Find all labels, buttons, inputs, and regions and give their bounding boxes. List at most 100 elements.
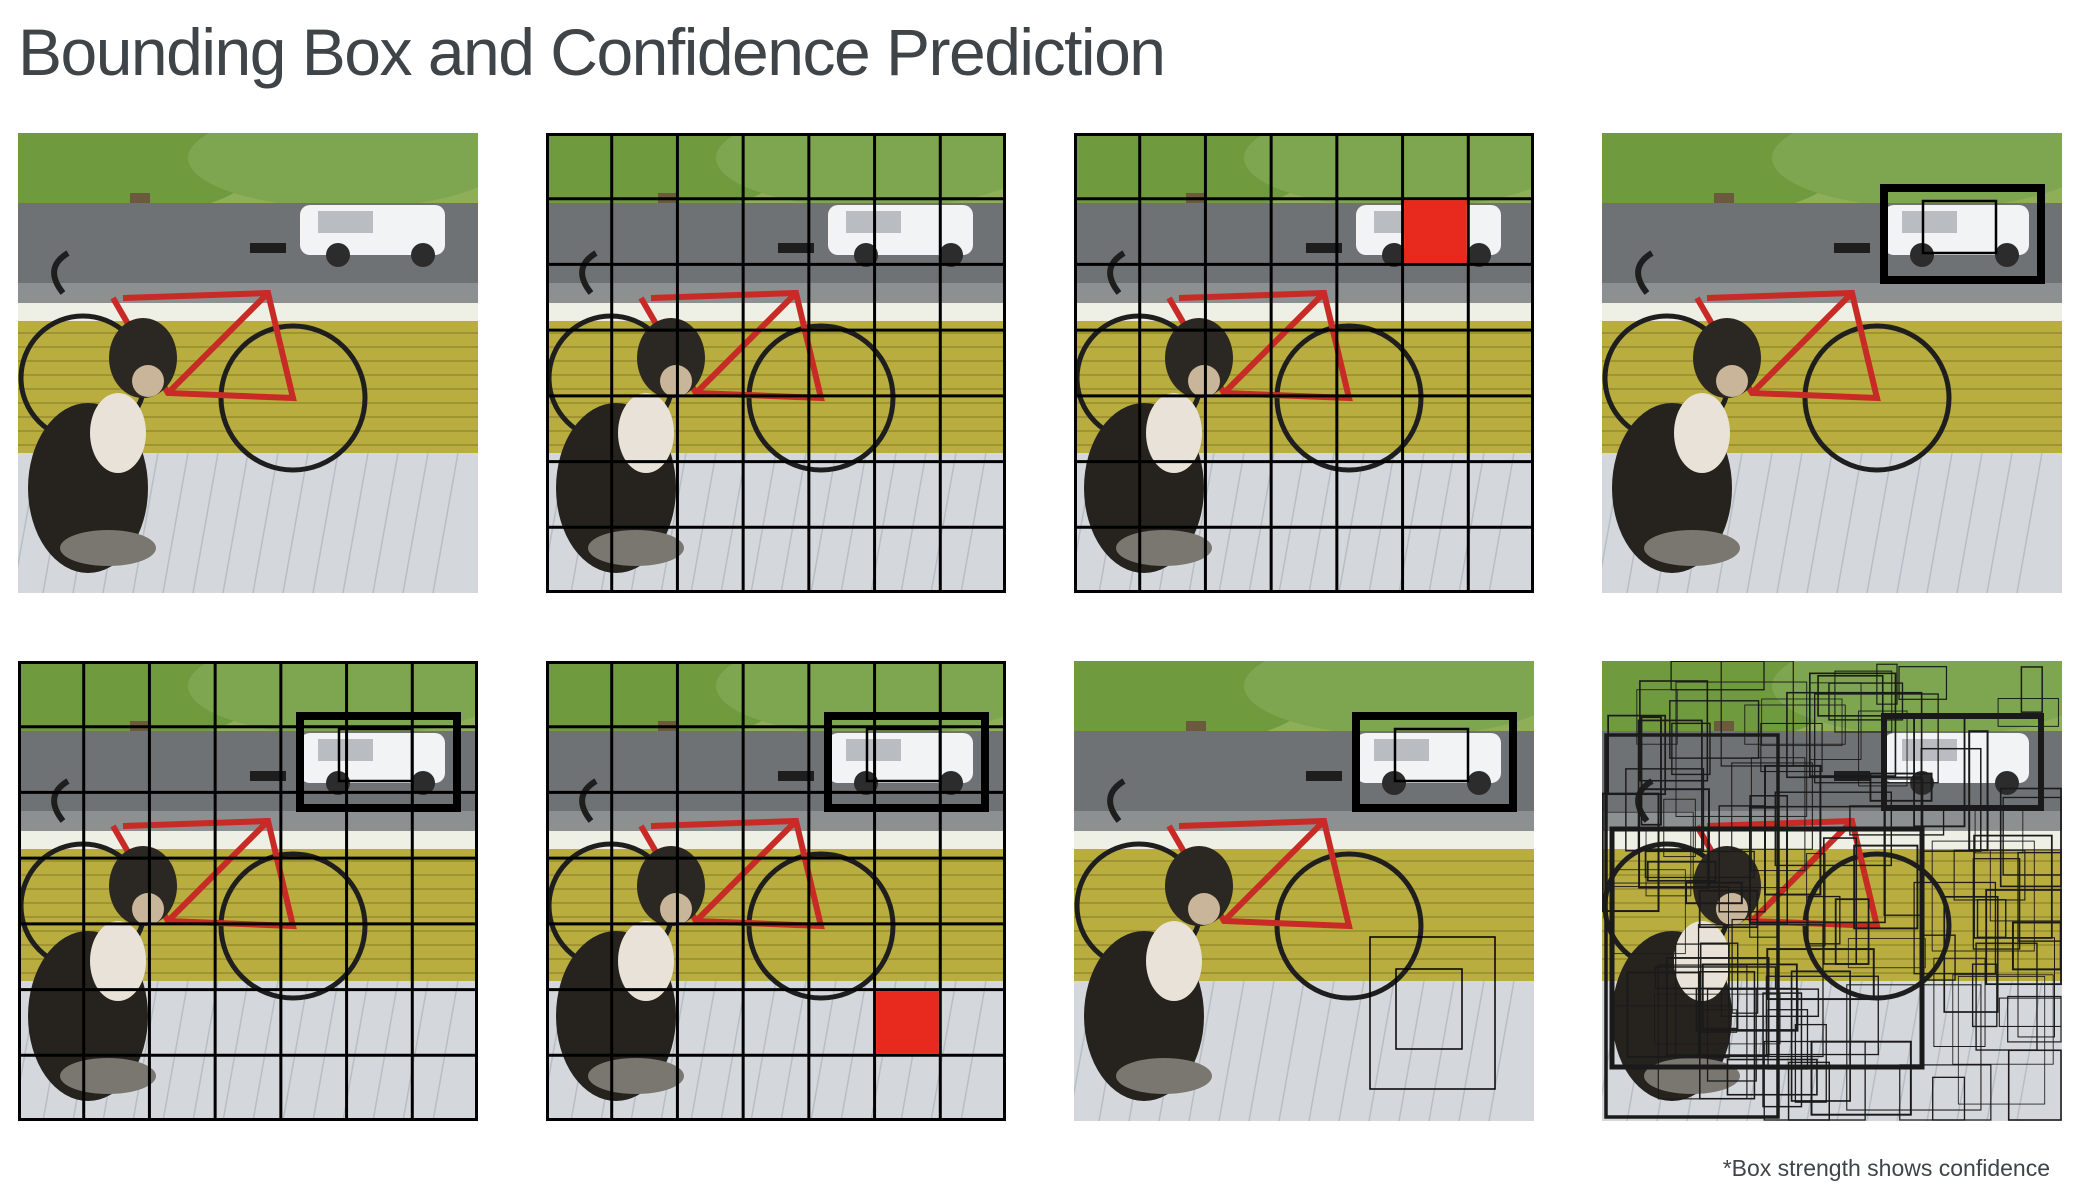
floor-board-line (1746, 452, 1773, 593)
floor-board-line (1716, 452, 1743, 593)
photo-scene (1074, 661, 1534, 1121)
car-wheel (1382, 771, 1406, 795)
car-wheel (939, 771, 963, 795)
dog-tail (588, 1058, 684, 1094)
photo-canvas (18, 133, 478, 593)
bike-frame (165, 290, 271, 396)
weak-bounding-box (1869, 772, 1933, 802)
floor-board-line (222, 980, 249, 1121)
floor-board-line (660, 980, 687, 1121)
car-window (318, 211, 373, 233)
floor-board-line (1428, 452, 1455, 593)
floor-board-line (1956, 980, 1983, 1121)
page-title: Bounding Box and Confidence Prediction (18, 15, 1166, 89)
photo-scene (546, 133, 1006, 593)
floor-board-line (780, 452, 807, 593)
weak-bounding-box (1701, 963, 1798, 1031)
car-bounding-box-inner (1393, 727, 1470, 783)
floor-board-line (1368, 980, 1395, 1121)
dog (1084, 318, 1233, 573)
floor-board-line (402, 452, 429, 593)
tree-canopy (188, 133, 478, 208)
floor-board-line (1278, 980, 1305, 1121)
dog-muzzle (132, 365, 164, 397)
floor-board-line (1458, 452, 1485, 593)
car-window (1902, 739, 1957, 761)
grid-overlay (546, 661, 1006, 1121)
dog-tail (60, 530, 156, 566)
weak-bounding-box (1685, 881, 1743, 905)
weak-bounding-box (1720, 661, 1794, 767)
dog-chest (90, 393, 146, 473)
weak-bounding-box (1828, 682, 1904, 721)
weak-bounding-box (1602, 792, 1660, 913)
bike-seat (250, 243, 286, 253)
dog-bounding-box (1604, 733, 1780, 1119)
panel-photo-car-box (1602, 133, 2062, 593)
photo-scene (1602, 133, 2062, 593)
white-car (300, 733, 445, 795)
panel-photo-car-and-floor-boxes (1074, 661, 1534, 1121)
floor-board-line (690, 980, 717, 1121)
car-wheel (1995, 771, 2019, 795)
bike-frame (1221, 818, 1327, 924)
car-wheel (1995, 243, 2019, 267)
weak-bounding-box (1638, 788, 1710, 889)
floor-board-line (960, 452, 987, 593)
floor-board-line (660, 452, 687, 593)
dog (28, 318, 177, 573)
floor-board-line (432, 452, 459, 593)
weak-bounding-box (1640, 716, 1662, 826)
tree-canopy (716, 133, 1006, 208)
floor-board-line (1188, 452, 1215, 593)
photo-canvas (546, 661, 1006, 1121)
weak-bounding-box (1976, 899, 2007, 939)
bike-seat (778, 771, 814, 781)
floor-bounding-box-weak (1369, 936, 1496, 1090)
floor-board-line (1806, 452, 1833, 593)
photo-scene (18, 133, 478, 593)
weak-bounding-box (1834, 898, 1870, 965)
bike-frame (693, 818, 799, 924)
weak-bounding-box (1920, 747, 1982, 852)
tree-canopy (1244, 133, 1534, 208)
car-bounding-box-strong (1881, 713, 2044, 811)
dog-muzzle (1188, 893, 1220, 925)
dog-tail (1116, 1058, 1212, 1094)
weak-bounding-box (1794, 1023, 1827, 1103)
dog-chest (1674, 921, 1730, 1001)
panel-photo-grid-highlighted-cell (1074, 133, 1534, 593)
weak-bounding-box (1808, 672, 1897, 777)
car-wheel (326, 243, 350, 267)
weak-bounding-box (1817, 674, 1884, 717)
car-bounding-box-inner (865, 727, 942, 783)
floor-board-line (2016, 452, 2043, 593)
panel-photo-grid (546, 133, 1006, 593)
car-wheel (1910, 243, 1934, 267)
weak-bounding-box (1731, 918, 1759, 1014)
bike-frame (1221, 290, 1327, 396)
dog-tail (60, 1058, 156, 1094)
bike-handlebar (51, 250, 70, 295)
weak-bounding-box (1654, 993, 1781, 1045)
floor-board-line (252, 980, 279, 1121)
floor-board-line (1776, 452, 1803, 593)
floor-board-line (1308, 452, 1335, 593)
bike-seat (778, 243, 814, 253)
bike-handlebar (579, 250, 598, 295)
floor-board-line (1308, 980, 1335, 1121)
car-bounding-box-inner (1921, 199, 1998, 255)
car-wheel (1382, 243, 1406, 267)
floor-board-line (930, 452, 957, 593)
weak-bounding-box (1913, 881, 1997, 975)
floor-board-line (162, 452, 189, 593)
photo-scene (1074, 133, 1534, 593)
floor-board-line (222, 452, 249, 593)
weak-bounding-box (1670, 661, 1765, 691)
weak-bounding-box (1943, 895, 1999, 1013)
bike-handlebar (579, 778, 598, 823)
weak-bounding-box (1763, 1040, 1866, 1121)
panel-photo-grid-car-box-highlighted-cell (546, 661, 1006, 1121)
dog-chest (1674, 393, 1730, 473)
car-bounding-box-inner (337, 727, 414, 783)
